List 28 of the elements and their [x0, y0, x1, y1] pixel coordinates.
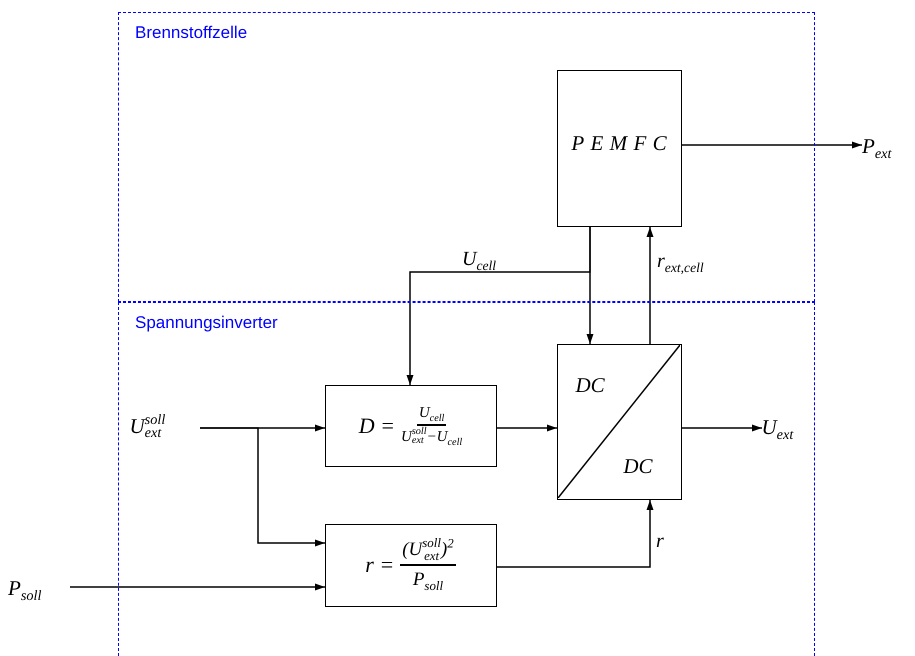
- arrow: [497, 500, 654, 568]
- dashed-region: [118, 12, 815, 302]
- signal-label: P$_{soll}$: [8, 576, 42, 600]
- converter-box: [556, 344, 682, 500]
- arrow: [406, 227, 591, 385]
- region-title: Brennstoffzelle: [135, 23, 248, 43]
- fraction-denominator: U$^{soll}$$_{ext}$−U$_{cell}$: [400, 426, 462, 446]
- formula-term: r =: [365, 552, 394, 578]
- block-box: [556, 70, 682, 226]
- arrow: [497, 424, 557, 432]
- formula-term: D =: [358, 412, 395, 438]
- fraction-denominator: P$_{soll}$: [412, 568, 444, 591]
- converter-label: DC: [623, 454, 652, 478]
- arrow: [646, 227, 654, 344]
- block-label: PEMFC: [570, 130, 674, 156]
- converter-label: DC: [576, 372, 605, 398]
- dashed-region: [118, 302, 815, 656]
- formula-box: [324, 524, 496, 606]
- region-title: Spannungsinverter: [135, 313, 278, 333]
- arrow: [682, 424, 762, 432]
- formula-box: [324, 384, 496, 466]
- fraction-numerator: (U$^{soll}$$_{ext}$)$^{2}$: [400, 539, 456, 566]
- arrow: [70, 584, 325, 590]
- fraction-numerator: U$_{cell}$: [416, 404, 446, 426]
- arrow: [682, 142, 862, 148]
- signal-label: U$_{ext}$: [762, 415, 794, 440]
- arrow: [200, 427, 325, 546]
- signal-label: P$_{ext}$: [862, 134, 892, 158]
